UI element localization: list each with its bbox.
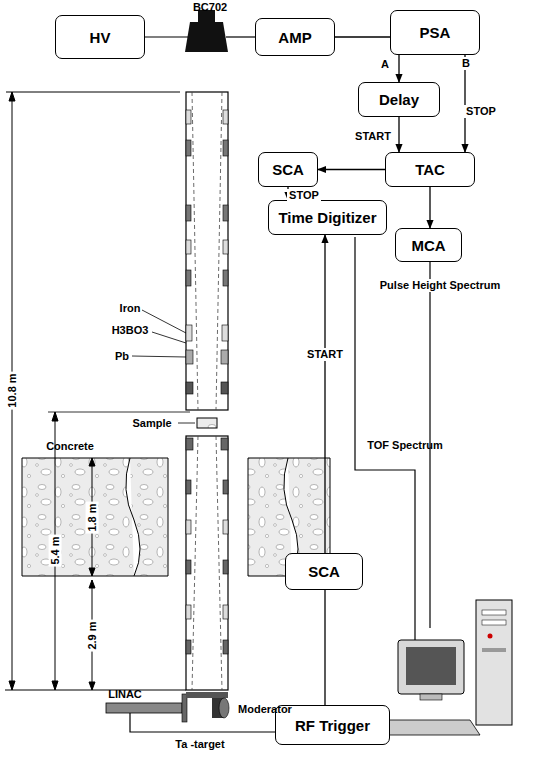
process-box: RF Trigger xyxy=(275,705,390,745)
dimension-label: 1.8 m xyxy=(85,501,98,533)
signal-connector xyxy=(464,55,465,152)
process-box: AMP xyxy=(255,18,335,56)
box-text: SCA xyxy=(268,161,308,178)
process-box: SCA xyxy=(285,553,363,590)
process-box: TAC xyxy=(385,152,475,187)
signal-connector xyxy=(324,235,325,553)
process-box: Delay xyxy=(358,82,440,117)
box-text: TAC xyxy=(411,161,449,178)
dimension-label: 2.9 m xyxy=(85,619,98,651)
box-text: SCA xyxy=(304,563,344,580)
signal-connector xyxy=(398,55,399,82)
box-text: HV xyxy=(86,29,115,46)
box-text: MCA xyxy=(407,237,449,254)
output-label: TOF Spectrum xyxy=(365,439,445,452)
box-text: Delay xyxy=(375,91,423,108)
moderator-label: Moderator xyxy=(236,703,294,716)
signal-connector xyxy=(318,169,385,170)
signal-connector xyxy=(324,590,325,705)
process-box: HV xyxy=(55,15,145,59)
process-box: MCA xyxy=(395,228,462,262)
linac-label: LINAC xyxy=(106,688,144,701)
signal-label: START xyxy=(305,348,345,361)
concrete-label: Concrete xyxy=(44,440,96,453)
shield-layer-name: Iron xyxy=(118,302,143,315)
detector-name: BC702 xyxy=(191,1,229,14)
signal-label: STOP xyxy=(464,105,498,118)
signal-connector xyxy=(398,117,399,152)
box-text: RF Trigger xyxy=(291,717,374,734)
target-label: Ta -target xyxy=(173,738,226,751)
process-box: Time Digitizer xyxy=(268,200,387,235)
box-text: Time Digitizer xyxy=(274,209,380,226)
shield-layer-name: H3BO3 xyxy=(110,324,151,337)
process-box: PSA xyxy=(390,10,480,55)
sample-label: Sample xyxy=(130,417,173,430)
box-text: PSA xyxy=(416,24,455,41)
signal-connector xyxy=(335,36,390,37)
process-box: SCA xyxy=(258,152,318,187)
dimension-label: 5.4 m xyxy=(48,534,61,566)
shield-layer-name: Pb xyxy=(113,350,131,363)
channel-letter: B xyxy=(460,57,472,70)
signal-label: A xyxy=(379,58,391,71)
signal-label: STOP xyxy=(287,189,321,202)
signal-label: START xyxy=(353,130,393,143)
box-text: AMP xyxy=(274,29,315,46)
dimension-label: 10.8 m xyxy=(6,371,19,409)
output-label: Pulse Height Spectrum xyxy=(378,279,502,292)
signal-connector xyxy=(429,187,430,228)
